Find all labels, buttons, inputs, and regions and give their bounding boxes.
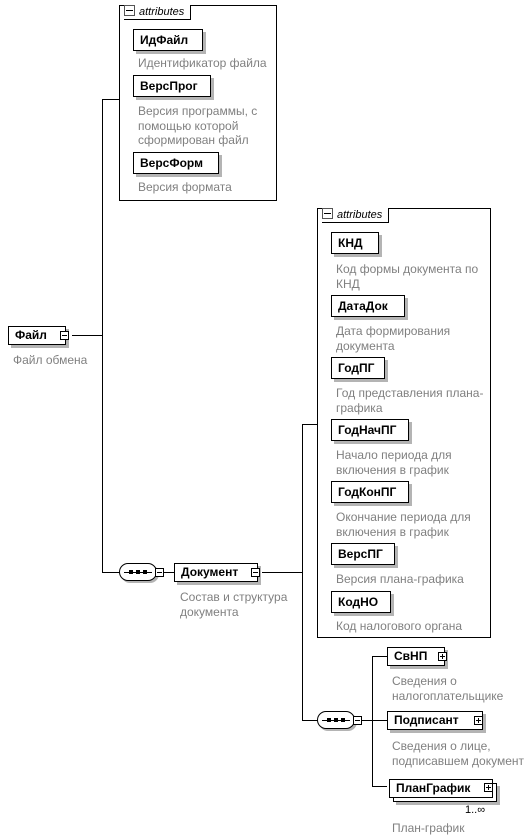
attribute-godkonpg-description: Окончание периода для включения в график (336, 510, 471, 539)
attribute-versform-description: Версия формата (138, 180, 232, 194)
connector-root-seq (102, 572, 120, 573)
collapse-icon[interactable] (251, 568, 260, 577)
connector-plangrafik (372, 786, 387, 787)
attribute-kodno-description: Код налогового органа (336, 619, 463, 633)
attribute-datadok-label: ДатаДок (338, 299, 388, 313)
attribute-godpg-label: ГодПГ (338, 361, 375, 375)
attribute-kodno[interactable]: КодНО (331, 591, 391, 613)
connector-seq-doc (164, 572, 174, 573)
collapse-icon[interactable] (124, 5, 135, 16)
attribute-versprog-label: ВерсПрог (140, 79, 198, 93)
collapse-icon[interactable] (60, 331, 69, 340)
element-dokument[interactable]: Документ (174, 563, 258, 582)
element-podpisant[interactable]: Подписант (387, 711, 483, 730)
attribute-verspg[interactable]: ВерсПГ (331, 543, 395, 565)
element-plangrafik-label: ПланГрафик (396, 781, 471, 795)
attribute-godpg-description: Год представления плана-графика (336, 386, 484, 415)
connector-podpisant (372, 720, 387, 721)
element-svnp-description: Сведения о налогоплательщике (392, 674, 504, 703)
attribute-godnachpg-description: Начало периода для включения в график (336, 448, 452, 477)
attribute-knd-description: Код формы документа по КНД (336, 262, 479, 291)
attribute-verspg-description: Версия плана-графика (336, 572, 464, 586)
element-dokument-label: Документ (181, 565, 239, 579)
attributes-header[interactable]: attributes (124, 5, 192, 20)
attribute-versform-label: ВерсФорм (140, 156, 203, 170)
connector-svnp (372, 656, 387, 657)
connector-seq2-v (372, 656, 373, 786)
connector-root-v (102, 99, 103, 573)
collapse-icon[interactable] (155, 568, 164, 577)
attribute-knd[interactable]: КНД (331, 232, 379, 254)
expand-icon[interactable] (438, 652, 447, 661)
connector-doc-seq (302, 720, 318, 721)
element-plangrafik-description: План-график (392, 821, 465, 835)
attribute-verspg-label: ВерсПГ (338, 547, 383, 561)
connector-doc-attrs (302, 424, 318, 425)
sequence-compositor-icon[interactable] (119, 563, 157, 581)
attribute-versform[interactable]: ВерсФорм (133, 152, 219, 174)
element-plangrafik-occurrence: 1..∞ (465, 804, 486, 816)
connector-root-attrs (102, 99, 120, 100)
element-plangrafik[interactable]: ПланГрафик (389, 779, 493, 798)
connector-root-h (72, 335, 102, 336)
element-svnp-label: СвНП (394, 649, 428, 663)
attribute-knd-label: КНД (338, 236, 363, 250)
connector-doc-v (302, 424, 303, 720)
element-podpisant-description: Сведения о лице, подписавшем документ (392, 739, 525, 768)
element-fail[interactable]: Файл (8, 326, 66, 345)
connector-doc-h (262, 572, 302, 573)
connector-seq2-h (362, 720, 372, 721)
attribute-godkonpg[interactable]: ГодКонПГ (331, 481, 409, 503)
attribute-idfail[interactable]: ИдФайл (133, 29, 203, 51)
attribute-datadok-description: Дата формирования документа (336, 324, 451, 353)
attribute-versprog[interactable]: ВерсПрог (133, 75, 211, 97)
element-svnp[interactable]: СвНП (387, 647, 445, 666)
attribute-versprog-description: Версия программы, с помощью которой сфор… (138, 104, 258, 147)
attribute-godpg[interactable]: ГодПГ (331, 357, 385, 379)
collapse-icon[interactable] (353, 716, 362, 725)
attribute-datadok[interactable]: ДатаДок (331, 295, 405, 317)
sequence-compositor-icon[interactable] (317, 711, 355, 729)
expand-icon[interactable] (484, 783, 493, 792)
collapse-icon[interactable] (322, 208, 333, 219)
element-dokument-description: Состав и структура документа (180, 590, 288, 619)
attribute-godnachpg[interactable]: ГодНачПГ (331, 419, 409, 441)
attribute-godkonpg-label: ГодКонПГ (338, 485, 397, 499)
attribute-idfail-label: ИдФайл (140, 33, 189, 47)
attributes-header[interactable]: attributes (322, 208, 390, 223)
expand-icon[interactable] (474, 716, 483, 725)
element-fail-label: Файл (15, 328, 47, 342)
element-podpisant-label: Подписант (394, 713, 459, 727)
attribute-idfail-description: Идентификатор файла (138, 56, 267, 70)
attribute-kodno-label: КодНО (338, 595, 379, 609)
element-fail-description: Файл обмена (13, 353, 88, 367)
attribute-godnachpg-label: ГодНачПГ (338, 423, 397, 437)
